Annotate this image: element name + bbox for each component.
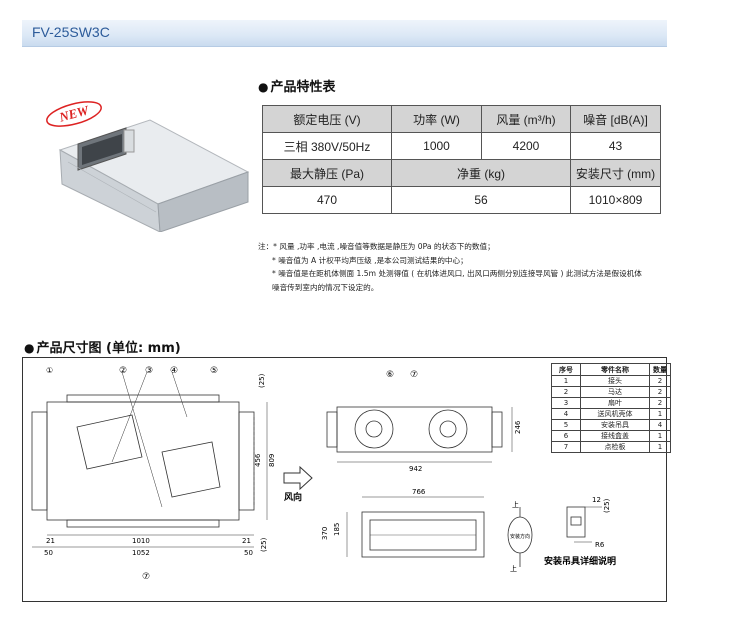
- dim-label: 21: [242, 537, 251, 545]
- spec-header: 最大静压 (Pa): [262, 159, 392, 187]
- spec-value: 4200: [481, 132, 571, 160]
- dim-label: 456: [254, 453, 262, 467]
- new-badge-text: NEW: [57, 102, 92, 125]
- dim-label: 50: [44, 549, 53, 557]
- front-view: [31, 371, 268, 548]
- dim-label: (25): [258, 373, 266, 388]
- spec-header: 安装尺寸 (mm): [570, 159, 661, 187]
- callout-label: ④: [170, 366, 178, 376]
- spec-value: 1010×809: [570, 186, 661, 214]
- airflow-label: 风向: [284, 491, 302, 503]
- parts-header: 零件名称: [580, 363, 650, 376]
- spec-header: 额定电压 (V): [262, 105, 392, 133]
- note-line: 注：* 风量 ,功率 ,电流 ,噪音值等数据是静压为 0Pa 的状态下的数值；: [258, 242, 495, 251]
- dim-label: 1010: [132, 537, 150, 545]
- callout-label: ⑦: [410, 370, 418, 380]
- mount-direction: [507, 507, 533, 567]
- spec-header: 净重 (kg): [391, 159, 571, 187]
- dim-label: 21: [46, 537, 55, 545]
- callout-label: ③: [145, 366, 153, 376]
- dim-label: R6: [595, 541, 605, 549]
- dim-label: (25): [260, 537, 268, 552]
- dim-label: 246: [514, 420, 522, 434]
- spec-table: 额定电压 (V) 功率 (W) 风量 (m³/h) 噪音 [dB(A)] 三相 …: [262, 105, 661, 214]
- dim-label: 185: [333, 523, 341, 536]
- callout-label: ⑥: [386, 370, 394, 380]
- callout-label: ②: [119, 366, 127, 376]
- dim-label: 50: [244, 549, 253, 557]
- spec-value: 三相 380V/50Hz: [262, 132, 392, 160]
- callout-label: ⑤: [210, 366, 218, 376]
- dim-label: 809: [268, 454, 276, 467]
- spec-header: 噪音 [dB(A)]: [570, 105, 661, 133]
- hanger-title: 安装吊具详细说明: [544, 555, 616, 567]
- new-badge: NEW: [46, 101, 102, 127]
- product-image: NEW: [46, 101, 250, 232]
- mount-label: 安装方向: [510, 533, 530, 540]
- bottom-view: [346, 496, 485, 558]
- dim-label: 370: [321, 527, 329, 540]
- dimension-section-title: ●产品尺寸图 (单位: mm): [24, 341, 181, 356]
- parts-header: 序号: [551, 363, 581, 376]
- parts-header: 数量: [649, 363, 671, 376]
- callout-label: ①: [46, 366, 53, 375]
- dim-label: 1052: [132, 549, 150, 557]
- hanger-detail: [566, 506, 602, 543]
- spec-section-title: ●产品特性表: [258, 80, 336, 95]
- bullet-icon: ●: [24, 341, 35, 355]
- note-line: * 噪音值是在距机体侧面 1.5m 处测得值 ( 在机体进风口, 出风口两侧分别…: [272, 269, 642, 278]
- note-line: 噪音传到室内的情况下设定的。: [272, 282, 379, 292]
- spec-value: 1000: [391, 132, 482, 160]
- header-bar: FV-25SW3C: [22, 20, 667, 47]
- callout-label: ⑦: [142, 572, 150, 582]
- spec-value: 56: [391, 186, 571, 214]
- notes: 注：* 风量 ,功率 ,电流 ,噪音值等数据是静压为 0Pa 的状态下的数值； …: [258, 240, 642, 294]
- up-label: 上: [510, 564, 517, 573]
- dim-label: (25): [603, 498, 611, 513]
- dim-label: 766: [412, 488, 426, 496]
- spec-header: 功率 (W): [391, 105, 482, 133]
- bullet-icon: ●: [258, 80, 269, 94]
- dim-label: 942: [409, 465, 422, 473]
- spec-header: 风量 (m³/h): [481, 105, 571, 133]
- spec-value: 43: [570, 132, 661, 160]
- dim-label: 12: [592, 496, 601, 504]
- model-title: FV-25SW3C: [32, 24, 110, 40]
- airflow-arrow-icon: [283, 465, 313, 491]
- spec-value: 470: [262, 186, 392, 214]
- up-label: 上: [512, 500, 519, 509]
- top-view: [326, 406, 513, 463]
- note-line: * 噪音值为 A 计权平均声压级 ,是本公司测试结果的中心；: [272, 255, 468, 265]
